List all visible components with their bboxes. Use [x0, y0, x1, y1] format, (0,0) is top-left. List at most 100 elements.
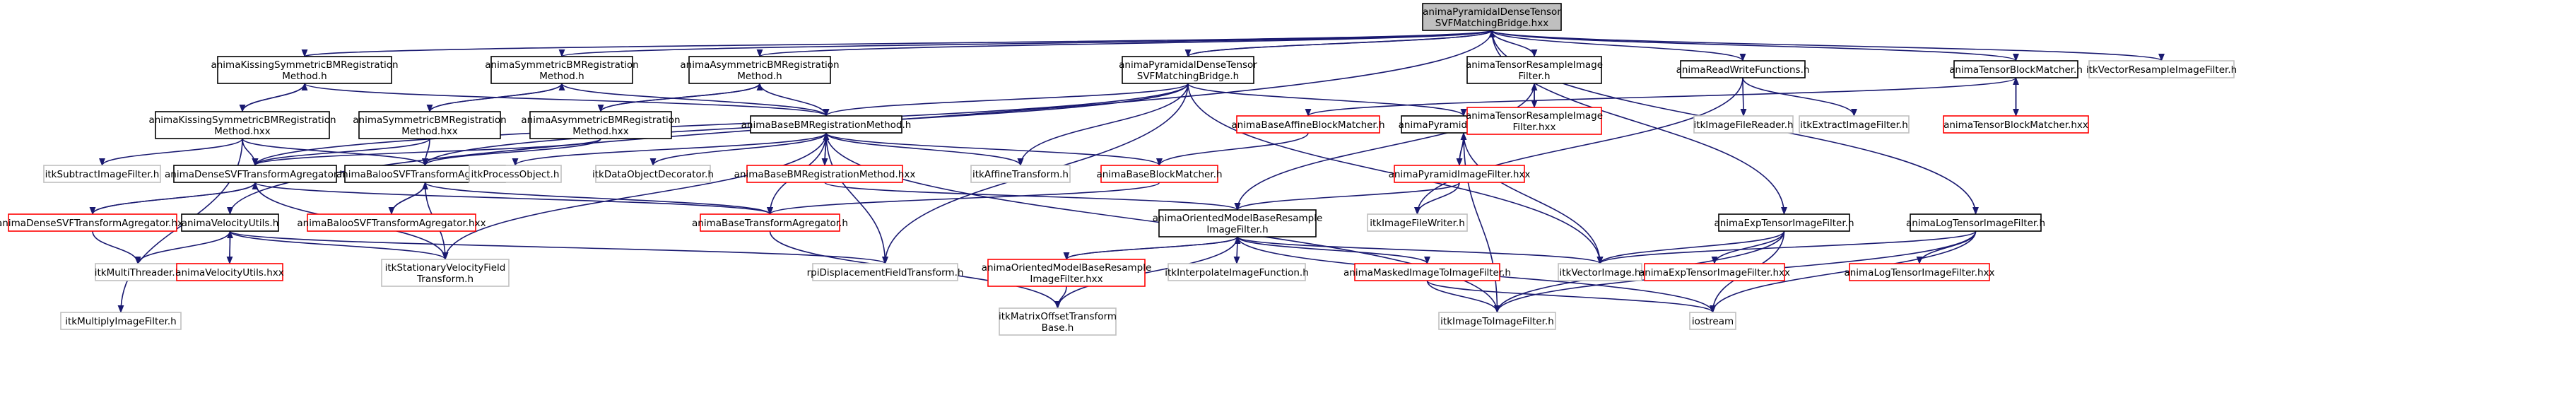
node-label: itkExtractImageFilter.h	[1800, 119, 1908, 131]
graph-node-itkinterp[interactable]: itkInterpolateImageFunction.h	[1165, 263, 1309, 281]
graph-node-affine-bm[interactable]: animaBaseAffineBlockMatcher.h	[1231, 115, 1385, 134]
node-label: animaLogTensorImageFilter.hxx	[1844, 267, 1994, 278]
node-label: Method.hxx	[214, 126, 270, 137]
graph-node-tbm-hxx[interactable]: animaTensorBlockMatcher.hxx	[1943, 115, 2089, 134]
graph-node-itkvecimg[interactable]: itkVectorImage.h	[1558, 263, 1642, 281]
edge-bridge-h-to-densesvf-h	[252, 83, 1189, 167]
graph-node-exp-h[interactable]: animaExpTensorImageFilter.h	[1714, 213, 1854, 232]
graph-node-densesvf-hxx[interactable]: animaDenseSVFTransformAgregator.hxx	[0, 213, 189, 232]
graph-node-kissing-h[interactable]: animaKissingSymmetricBMRegistrationMetho…	[211, 56, 399, 84]
graph-node-oriented-h[interactable]: animaOrientedModelBaseResampleImageFilte…	[1153, 209, 1323, 237]
node-box	[970, 165, 1071, 183]
edge-velo-h-to-rpi-disp	[229, 230, 888, 265]
node-box	[1910, 213, 2042, 232]
graph-node-itksubtract[interactable]: itkSubtractImageFilter.h	[43, 165, 161, 183]
node-box	[1466, 56, 1602, 84]
graph-node-masked-h[interactable]: animaMaskedImageToImageFilter.h	[1343, 263, 1511, 281]
graph-node-itkvecres[interactable]: itkVectorResampleImageFilter.h	[2086, 60, 2237, 78]
graph-node-itkextract[interactable]: itkExtractImageFilter.h	[1799, 115, 1910, 134]
node-label: animaSymmetricBMRegistration	[485, 59, 639, 71]
node-label: animaOrientedModelBaseResample	[1153, 213, 1323, 224]
graph-node-bridge-h[interactable]: animaPyramidalDenseTensorSVFMatchingBrid…	[1119, 56, 1257, 84]
graph-node-densesvf-h[interactable]: animaDenseSVFTransformAgregator.h	[165, 165, 346, 183]
graph-node-basebm-hxx[interactable]: animaBaseBMRegistrationMethod.hxx	[734, 165, 916, 183]
graph-node-rw-h[interactable]: animaReadWriteFunctions.h	[1676, 60, 1810, 78]
graph-node-itkreader[interactable]: itkImageFileReader.h	[1693, 115, 1794, 134]
graph-node-itkwriter[interactable]: itkImageFileWriter.h	[1367, 213, 1468, 232]
edge-densesvf-hxx-to-densesvf-h	[92, 181, 259, 215]
node-label: itkMatrixOffsetTransform	[999, 311, 1117, 322]
edge-densesvf-hxx-to-itkmulti	[92, 230, 141, 265]
node-box	[688, 56, 831, 84]
edge-oriented-hxx-to-oriented-h	[1066, 235, 1241, 260]
graph-node-iostream[interactable]: iostream	[1689, 312, 1736, 330]
graph-node-itkaffine[interactable]: itkAffineTransform.h	[970, 165, 1071, 183]
edge-basebm-h-to-itkstat	[442, 132, 827, 261]
edge-oriented-hxx-to-itkmatrix	[1054, 286, 1067, 310]
edge-basebm-h-to-itkprocess	[512, 132, 827, 167]
graph-node-velo-h[interactable]: animaVelocityUtils.h	[181, 213, 279, 232]
node-box	[1422, 3, 1562, 31]
graph-node-itkdatadeco[interactable]: itkDataObjectDecorator.h	[592, 165, 714, 183]
node-box	[60, 312, 182, 330]
node-box	[1558, 263, 1642, 281]
node-box	[181, 213, 279, 232]
node-box	[2088, 60, 2235, 78]
graph-node-basebm-h[interactable]: animaBaseBMRegistrationMethod.h	[741, 115, 912, 134]
edge-exp-h-to-exp-hxx	[1711, 230, 1785, 265]
node-label: rpiDisplacementFieldTransform.h	[807, 267, 964, 278]
edge-root-to-rw-h	[1491, 30, 1746, 62]
graph-node-rpi-disp[interactable]: rpiDisplacementFieldTransform.h	[807, 263, 964, 281]
graph-node-velo-hxx[interactable]: animaVelocityUtils.hxx	[175, 263, 284, 281]
node-label: itkDataObjectDecorator.h	[592, 169, 714, 180]
node-label: itkStationaryVelocityField	[385, 262, 506, 274]
node-label: animaExpTensorImageFilter.hxx	[1639, 267, 1790, 278]
node-label: itkMultiplyImageFilter.h	[65, 316, 177, 327]
node-label: animaKissingSymmetricBMRegistration	[148, 115, 336, 126]
graph-node-kissing-hxx[interactable]: animaKissingSymmetricBMRegistrationMetho…	[148, 111, 336, 139]
node-label: animaBaseAffineBlockMatcher.h	[1231, 119, 1384, 131]
node-label: itkInterpolateImageFunction.h	[1165, 267, 1309, 278]
node-label: animaAsymmetricBMRegistration	[680, 59, 839, 71]
graph-node-log-h[interactable]: animaLogTensorImageFilter.h	[1906, 213, 2045, 232]
node-box	[1367, 213, 1468, 232]
graph-node-oriented-hxx[interactable]: animaOrientedModelBaseResampleImageFilte…	[982, 259, 1152, 287]
node-box	[490, 56, 633, 84]
graph-node-log-hxx[interactable]: animaLogTensorImageFilter.hxx	[1844, 263, 1995, 281]
node-box	[1158, 209, 1317, 237]
edge-pyr-hxx-to-pyr-h	[1459, 131, 1467, 166]
graph-node-basetrans[interactable]: animaBaseTransformAgregator.h	[692, 213, 848, 232]
node-box	[1849, 263, 1990, 281]
node-box	[217, 56, 392, 84]
graph-node-itkmultiply[interactable]: itkMultiplyImageFilter.h	[60, 312, 182, 330]
node-box	[43, 165, 161, 183]
graph-node-balooc-hxx[interactable]: animaBalooSVFTransformAgregator.hxx	[297, 213, 486, 232]
node-label: SVFMatchingBridge.hxx	[1435, 18, 1548, 29]
node-box	[95, 263, 181, 281]
graph-node-exp-hxx[interactable]: animaExpTensorImageFilter.hxx	[1639, 263, 1790, 281]
edge-bridge-h-to-root	[1187, 29, 1495, 57]
node-box	[307, 213, 476, 232]
edge-symm-hxx-to-symm-h	[429, 82, 565, 112]
graph-node-tbm-h[interactable]: animaTensorBlockMatcher.h	[1949, 60, 2083, 78]
graph-node-root[interactable]: animaPyramidalDenseTensorSVFMatchingBrid…	[1422, 3, 1562, 31]
graph-node-itkprocess[interactable]: itkProcessObject.h	[469, 165, 562, 183]
edge-bridge-h-to-pyr-h	[1187, 83, 1467, 117]
graph-node-baseblock[interactable]: animaBaseBlockMatcher.h	[1096, 165, 1223, 183]
node-label: Method.h	[539, 71, 584, 82]
graph-node-itkimgtoimg[interactable]: itkImageToImageFilter.h	[1438, 312, 1556, 330]
node-box	[155, 111, 330, 139]
node-label: animaPyramidalDenseTensor	[1423, 6, 1561, 18]
edge-symm-h-to-basebm-h	[561, 83, 830, 117]
graph-node-itkmulti[interactable]: itkMultiThreader.h	[95, 263, 182, 281]
node-label: animaVelocityUtils.hxx	[175, 267, 284, 278]
graph-node-pyr-hxx[interactable]: animaPyramidImageFilter.hxx	[1389, 165, 1531, 183]
